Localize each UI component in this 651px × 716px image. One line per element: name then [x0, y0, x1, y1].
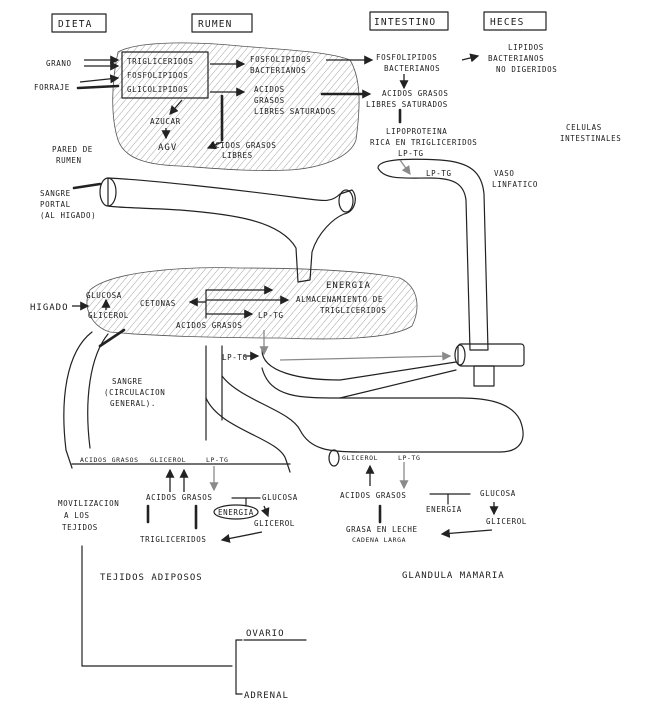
header-rumen: RUMEN	[198, 19, 233, 30]
int-fosfolipidos-1: FOSFOLIPIDOS	[376, 53, 437, 62]
circ-lp-tg: LP-TG	[222, 353, 248, 362]
lymph-lp-tg: LP-TG	[426, 169, 452, 178]
mammary-title: GLANDULA MAMARIA	[402, 571, 505, 581]
intestine-section: FOSFOLIPIDOS BACTERIANOS LIPIDOS BACTERI…	[322, 43, 621, 158]
arrow-into-portal	[74, 184, 100, 188]
heces-lipidos-2: BACTERIANOS	[488, 54, 544, 63]
fosfolipidos-bacterianos-2: BACTERIANOS	[250, 66, 306, 75]
arrow-forraje-2	[78, 86, 118, 88]
header-intestino: INTESTINO	[374, 17, 436, 28]
portal-tube-outline	[108, 178, 355, 282]
int-acidos-libres-1: ACIDOS GRASOS	[382, 89, 449, 98]
mammary-tube-end	[329, 450, 339, 466]
arrow-glicerol-to-tg	[222, 532, 262, 540]
arrow-to-heces	[462, 56, 478, 60]
endocrine-section: OVARIO ADRENAL	[82, 546, 306, 701]
int-fosfolipidos-2: BACTERIANOS	[384, 64, 440, 73]
fosfolipidos-bacterianos-1: FOSFOLIPIDOS	[250, 55, 311, 64]
mammary-glucosa: GLUCOSA	[480, 489, 516, 498]
movilizacion-3: TEJIDOS	[62, 523, 98, 532]
label-ovario: OVARIO	[246, 629, 285, 639]
box-line-2: FOSFOLIPIDOS	[127, 71, 188, 80]
column-headers: DIETA RUMEN INTESTINO HECES	[52, 12, 546, 32]
adipose-acidos-grasos: ACIDOS GRASOS	[146, 493, 213, 502]
lipoproteina-2: RICA EN TRIGLICERIDOS	[370, 138, 477, 147]
adipose-top-acidos: ACIDOS GRASOS	[80, 456, 139, 464]
adipose-title: TEJIDOS ADIPOSOS	[100, 573, 203, 583]
adipose-glucosa: GLUCOSA	[262, 493, 298, 502]
sangre-1: SANGRE	[112, 377, 143, 386]
mammary-acidos-grasos: ACIDOS GRASOS	[340, 491, 407, 500]
int-acidos-libres-2: LIBRES SATURADOS	[366, 100, 448, 109]
lymph-vessel: LP-TG VASO LINFATICO	[378, 159, 538, 386]
arrow-forraje-1	[80, 78, 118, 82]
box-line-3: GLICOLIPIDOS	[127, 85, 188, 94]
lipoproteina-1: LIPOPROTEINA	[386, 127, 447, 136]
acidos-libres-saturados-3: LIBRES SATURADOS	[254, 107, 336, 116]
arrow-adipose-glicerol	[264, 506, 268, 516]
mammary-top-glicerol: GLICEROL	[342, 454, 378, 462]
sangre-portal-2: PORTAL	[40, 200, 71, 209]
adipose-energia: ENERGIA	[218, 508, 254, 517]
vaso-linfatico-2: LINFATICO	[492, 180, 538, 189]
sangre-portal-3: (AL HIGADO)	[40, 211, 96, 220]
movilizacion-1: MOVILIZACION	[58, 499, 119, 508]
adipose-top-lp-tg: LP-TG	[206, 456, 229, 464]
sangre-portal-1: SANGRE	[40, 189, 71, 198]
liver-glucosa: GLUCOSA	[86, 291, 122, 300]
header-heces: HECES	[490, 17, 525, 28]
circulation-section: LP-TG SANGRE (CIRCULACION GENERAL).	[64, 330, 523, 472]
liver-lp-tg: LP-TG	[258, 311, 284, 320]
label-pared-rumen-2: RUMEN	[56, 156, 82, 165]
arrow-lymph-in	[400, 160, 410, 174]
adipose-trigliceridos: TRIGLICERIDOS	[140, 535, 207, 544]
adipose-section: ACIDOS GRASOS GLICEROL LP-TG ACIDOS GRAS…	[58, 456, 298, 583]
junction-down	[474, 366, 494, 386]
heces-lipidos-3: NO DIGERIDOS	[496, 65, 557, 74]
label-adrenal: ADRENAL	[244, 691, 289, 701]
label-agv: AGV	[158, 143, 177, 153]
liver-glicerol: GLICEROL	[88, 311, 129, 320]
label-higado: HIGADO	[30, 303, 69, 313]
grasa-leche-1: GRASA EN LECHE	[346, 525, 418, 534]
label-grano: GRANO	[46, 59, 72, 68]
mammary-glicerol: GLICEROL	[486, 517, 527, 526]
adipose-top-glicerol: GLICEROL	[150, 456, 186, 464]
liver-acidos-grasos: ACIDOS GRASOS	[176, 321, 243, 330]
portal-tube-branch-end	[339, 190, 353, 212]
grasa-leche-2: CADENA LARGA	[352, 536, 406, 544]
label-pared-rumen-1: PARED DE	[52, 145, 93, 154]
acidos-grasos-libres-1: ACIDOS GRASOS	[210, 141, 277, 150]
movilizacion-2: A LOS	[64, 511, 90, 520]
mammary-energia: ENERGIA	[426, 505, 462, 514]
lipoproteina-3: LP-TG	[398, 149, 424, 158]
sangre-2: (CIRCULACION	[104, 388, 165, 397]
arrow-mammary-glicerol-to-fat	[442, 530, 492, 534]
acidos-grasos-libres-2: LIBRES	[222, 151, 253, 160]
liver-energia: ENERGIA	[326, 281, 371, 291]
acidos-libres-saturados-1: ACIDOS	[254, 85, 285, 94]
portal-vein: SANGRE PORTAL (AL HIGADO)	[40, 178, 355, 282]
celulas-intestinales-2: INTESTINALES	[560, 134, 621, 143]
mammary-section: GLICEROL LP-TG ACIDOS GRASOS GLUCOSA ENE…	[329, 450, 527, 581]
sangre-3: GENERAL).	[110, 399, 156, 408]
acidos-libres-saturados-2: GRASOS	[254, 96, 285, 105]
junction-block	[458, 344, 524, 366]
vaso-linfatico-1: VASO	[494, 169, 514, 178]
arrow-lp-tg-right	[280, 356, 450, 360]
heces-lipidos-1: LIPIDOS	[508, 43, 544, 52]
header-dieta: DIETA	[58, 19, 93, 30]
almacenamiento-2: TRIGLICERIDOS	[320, 306, 387, 315]
liver-cetonas: CETONAS	[140, 299, 176, 308]
label-forraje: FORRAJE	[34, 83, 70, 92]
celulas-intestinales-1: CELULAS	[566, 123, 602, 132]
box-line-1: TRIGLICERIDOS	[127, 57, 194, 66]
mammary-top-lp-tg: LP-TG	[398, 454, 421, 462]
label-azucar: AZUCAR	[150, 117, 181, 126]
adipose-glicerol: GLICEROL	[254, 519, 295, 528]
almacenamiento-1: ALMACENAMIENTO DE	[296, 295, 383, 304]
circulation-route-right	[262, 350, 456, 398]
